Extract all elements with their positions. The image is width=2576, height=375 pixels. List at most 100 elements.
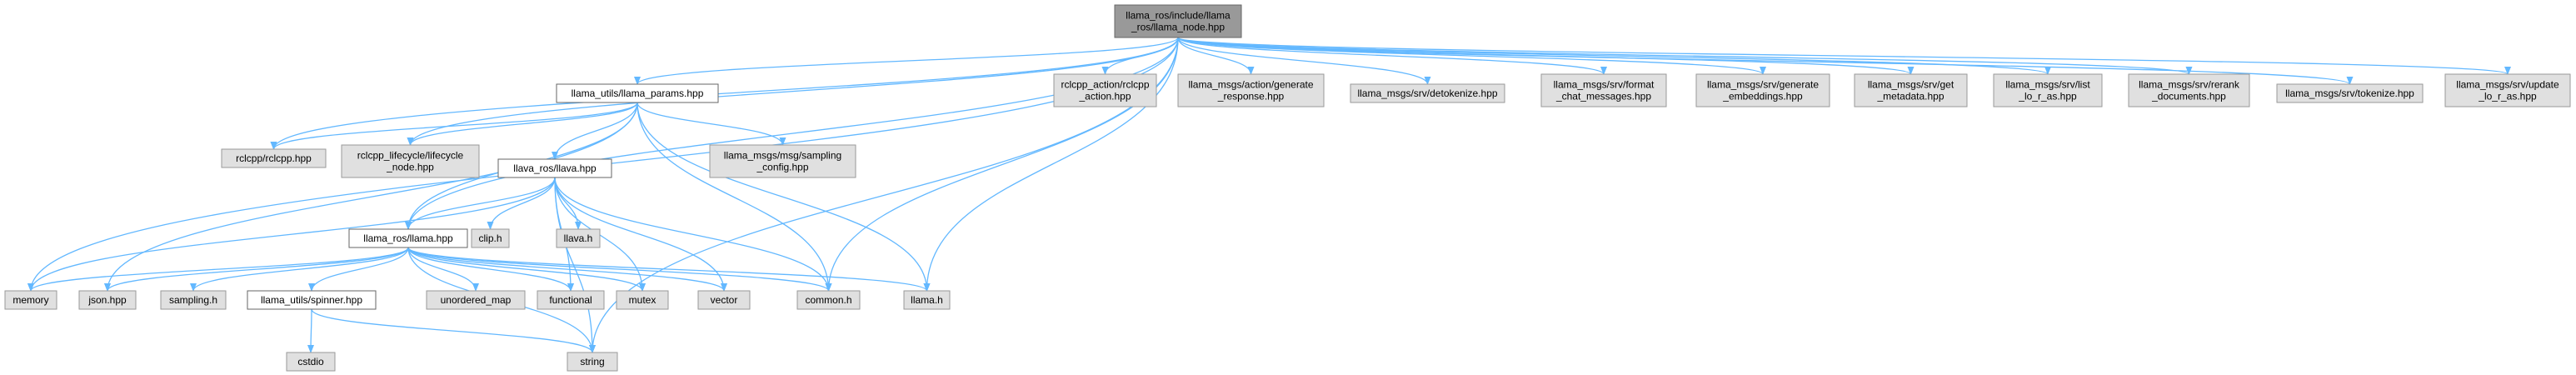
node-label-functional: functional xyxy=(549,294,592,306)
node-label-rerank: _documents.hpp xyxy=(2151,91,2226,102)
node-list_lora: llama_msgs/srv/list_lo_r_as.hpp xyxy=(1993,73,2103,108)
node-sampling: sampling.h xyxy=(160,290,227,310)
node-box-upd_lora xyxy=(2444,73,2571,108)
edge-llama-to-llama_h xyxy=(407,247,931,292)
node-label-json: json.hpp xyxy=(87,294,127,306)
node-label-common: common.h xyxy=(805,294,851,306)
node-box-llava_h xyxy=(556,228,601,248)
edge-root-to-rclcpp xyxy=(270,37,1179,150)
edge-params-to-common xyxy=(637,102,832,292)
edge-root-to-fmt_chat xyxy=(1177,37,1607,75)
node-upd_lora: llama_msgs/srv/update_lo_r_as.hpp xyxy=(2444,73,2571,108)
node-box-sampling xyxy=(160,290,227,310)
node-box-get_meta xyxy=(1854,73,1968,108)
node-label-clip: clip.h xyxy=(478,232,502,244)
node-label-fmt_chat: llama_msgs/srv/format xyxy=(1554,79,1655,91)
node-label-params: llama_utils/llama_params.hpp xyxy=(572,88,704,99)
node-box-json xyxy=(78,290,137,310)
node-box-common xyxy=(796,290,861,310)
node-box-llama xyxy=(348,228,468,248)
node-label-upd_lora: llama_msgs/srv/update xyxy=(2456,79,2559,91)
edge-llama-to-common xyxy=(407,247,832,292)
node-gen_resp: llama_msgs/action/generate_response.hpp xyxy=(1177,73,1325,108)
node-label-detok: llama_msgs/srv/detokenize.hpp xyxy=(1357,88,1497,99)
edge-root-to-gen_resp xyxy=(1177,37,1255,75)
node-label-sampling: sampling.h xyxy=(169,294,217,306)
node-label-sampling_cfg: llama_msgs/msg/sampling xyxy=(724,150,841,162)
node-label-fmt_chat: _chat_messages.hpp xyxy=(1555,91,1651,102)
node-params[interactable]: llama_utils/llama_params.hpp xyxy=(556,83,719,103)
node-label-unordered_map: unordered_map xyxy=(441,294,512,306)
node-cstdio: cstdio xyxy=(286,352,336,372)
node-box-root xyxy=(1114,4,1242,38)
node-box-fmt_chat xyxy=(1540,73,1667,108)
node-detok: llama_msgs/srv/detokenize.hpp xyxy=(1350,83,1505,103)
node-box-list_lora xyxy=(1993,73,2103,108)
node-box-rclcpp_action xyxy=(1053,73,1157,108)
node-vector: vector xyxy=(697,290,751,310)
node-rerank: llama_msgs/srv/rerank_documents.hpp xyxy=(2128,73,2250,108)
node-box-sampling_cfg xyxy=(709,144,856,178)
node-label-list_lora: llama_msgs/srv/list xyxy=(2005,79,2090,91)
node-root[interactable]: llama_ros/include/llama_ros/llama_node.h… xyxy=(1114,4,1242,38)
node-label-rclcpp_action: _action.hpp xyxy=(1078,91,1131,102)
node-box-rerank xyxy=(2128,73,2250,108)
node-box-string xyxy=(567,352,618,372)
edge-params-to-json xyxy=(104,102,638,292)
edge-llama-to-functional xyxy=(407,247,574,292)
node-gen_emb: llama_msgs/srv/generate_embeddings.hpp xyxy=(1695,73,1830,108)
node-box-tokenize xyxy=(2276,83,2424,103)
node-label-lifecycle: rclcpp_lifecycle/lifecycle xyxy=(357,150,464,162)
edge-root-to-gen_emb xyxy=(1177,37,1766,75)
edge-params-to-lifecycle xyxy=(407,102,638,146)
edge-params-to-sampling_cfg xyxy=(637,102,786,146)
node-common: common.h xyxy=(796,290,861,310)
node-llava[interactable]: llava_ros/llava.hpp xyxy=(497,158,612,178)
edge-root-to-params xyxy=(634,37,1179,85)
node-label-get_meta: llama_msgs/srv/get xyxy=(1868,79,1954,91)
node-llama[interactable]: llama_ros/llama.hpp xyxy=(348,228,468,248)
node-label-llama_h: llama.h xyxy=(911,294,943,306)
node-label-gen_resp: _response.hpp xyxy=(1217,91,1285,102)
node-label-vector: vector xyxy=(711,294,738,306)
node-label-rclcpp_action: rclcpp_action/rclcpp xyxy=(1061,79,1149,91)
node-label-spinner: llama_utils/spinner.hpp xyxy=(261,294,362,306)
node-string: string xyxy=(567,352,618,372)
node-label-llava_h: llava.h xyxy=(564,232,593,244)
node-clip: clip.h xyxy=(471,228,510,248)
edge-llava-to-memory xyxy=(27,177,556,292)
edge-llava-to-common xyxy=(554,177,832,292)
node-label-rerank: llama_msgs/srv/rerank xyxy=(2139,79,2240,91)
node-label-llama: llama_ros/llama.hpp xyxy=(363,232,453,244)
node-label-gen_emb: llama_msgs/srv/generate xyxy=(1707,79,1819,91)
node-tokenize: llama_msgs/srv/tokenize.hpp xyxy=(2276,83,2424,103)
edge-llama-to-sampling xyxy=(190,247,409,292)
edge-llama-to-mutex xyxy=(407,247,646,292)
edge-llama-to-json xyxy=(104,247,409,292)
node-box-clip xyxy=(471,228,510,248)
node-label-root: llama_ros/include/llama xyxy=(1126,10,1231,22)
node-label-rclcpp: rclcpp/rclcpp.hpp xyxy=(236,152,312,164)
node-label-root: _ros/llama_node.hpp xyxy=(1131,22,1225,33)
node-label-cstdio: cstdio xyxy=(297,356,324,368)
node-fmt_chat: llama_msgs/srv/format_chat_messages.hpp xyxy=(1540,73,1667,108)
node-box-spinner xyxy=(247,290,377,310)
edge-root-to-lifecycle xyxy=(407,37,1179,146)
node-spinner[interactable]: llama_utils/spinner.hpp xyxy=(247,290,377,310)
edge-root-to-detok xyxy=(1177,37,1431,85)
node-llama_h: llama.h xyxy=(903,290,951,310)
node-mutex: mutex xyxy=(616,290,669,310)
node-label-sampling_cfg: _config.hpp xyxy=(756,162,808,173)
node-sampling_cfg: llama_msgs/msg/sampling_config.hpp xyxy=(709,144,856,178)
node-label-string: string xyxy=(580,356,604,368)
node-box-functional xyxy=(537,290,605,310)
node-box-params xyxy=(556,83,719,103)
node-get_meta: llama_msgs/srv/get_metadata.hpp xyxy=(1854,73,1968,108)
nodes-layer: llama_ros/include/llama_ros/llama_node.h… xyxy=(4,4,2571,372)
node-functional: functional xyxy=(537,290,605,310)
node-label-tokenize: llama_msgs/srv/tokenize.hpp xyxy=(2285,88,2414,99)
node-label-get_meta: _metadata.hpp xyxy=(1876,91,1944,102)
node-box-lifecycle xyxy=(341,144,480,178)
node-box-unordered_map xyxy=(426,290,526,310)
